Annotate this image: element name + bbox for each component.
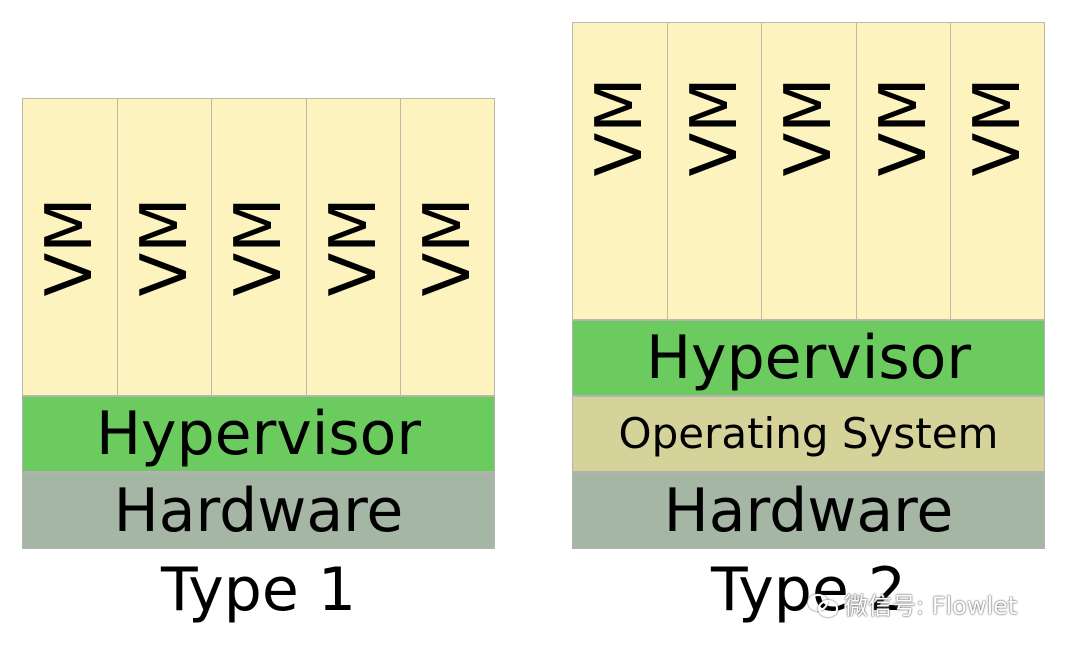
vm-label: VM xyxy=(33,197,107,297)
type1-vm-row: VM VM VM VM VM xyxy=(22,98,495,396)
wechat-icon xyxy=(808,592,838,617)
vm-label: VM xyxy=(127,197,202,297)
type2-os-layer: Operating System xyxy=(572,396,1045,472)
type2-caption: Type 2 xyxy=(710,555,907,625)
type2-hypervisor-layer: Hypervisor xyxy=(572,320,1045,396)
type2-hardware-layer: Hardware xyxy=(572,472,1045,549)
type2-vm-4: VM xyxy=(856,22,950,320)
type1-vm-4: VM xyxy=(306,98,400,396)
type1-hardware-layer: Hardware xyxy=(22,472,495,549)
type2-vm-5: VM xyxy=(950,22,1045,320)
type1-vm-5: VM xyxy=(400,98,495,396)
vm-label: VM xyxy=(222,197,296,297)
watermark: 微信号: Flowlet xyxy=(808,586,1017,621)
type1-vm-2: VM xyxy=(117,98,211,396)
type2-vm-3: VM xyxy=(761,22,856,320)
watermark-text: 微信号: Flowlet xyxy=(844,592,1018,620)
type2-vm-row: VM VM VM VM VM xyxy=(572,22,1045,320)
type1-vm-1: VM xyxy=(22,98,117,396)
type1-vm-3: VM xyxy=(211,98,306,396)
type2-os-label: Operating System xyxy=(618,409,999,458)
type2-vm-2: VM xyxy=(667,22,761,320)
vm-label: VM xyxy=(772,77,846,177)
vm-label: VM xyxy=(583,77,657,177)
type1-caption: Type 1 xyxy=(160,555,357,625)
type2-hardware-label: Hardware xyxy=(663,475,954,546)
type1-hardware-label: Hardware xyxy=(113,475,404,546)
type1-stack: VM VM VM VM VM Hypervisor Hardware xyxy=(22,98,495,549)
type2-hypervisor-label: Hypervisor xyxy=(645,323,972,393)
type1-hypervisor-label: Hypervisor xyxy=(95,399,422,469)
type1-hypervisor-layer: Hypervisor xyxy=(22,396,495,472)
vm-label: VM xyxy=(677,77,752,177)
vm-label: VM xyxy=(316,197,391,297)
vm-label: VM xyxy=(960,77,1035,177)
type2-stack: VM VM VM VM VM Hypervisor Operating Syst… xyxy=(572,22,1045,549)
type2-vm-1: VM xyxy=(572,22,667,320)
vm-label: VM xyxy=(866,77,941,177)
vm-label: VM xyxy=(410,197,485,297)
